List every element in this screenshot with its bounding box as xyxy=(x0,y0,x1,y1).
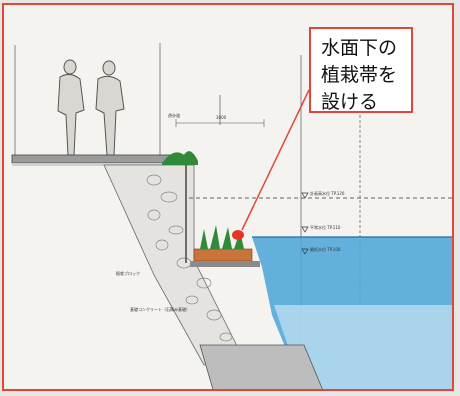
water-level-markers xyxy=(189,192,452,255)
bottom-slab xyxy=(199,344,323,389)
upper-planter xyxy=(162,151,198,165)
label-water-level-high: 計画高水位 TP.120 xyxy=(310,191,345,196)
callout-line-3: 設ける xyxy=(321,91,379,113)
underwater-planting-zone xyxy=(190,225,260,267)
callout-line-1: 水面下の xyxy=(321,37,398,59)
label-stone-note: 基礎コンクリート（石積み基礎） xyxy=(130,307,190,312)
label-dimension: 3000 xyxy=(216,115,227,120)
callout-leader-line xyxy=(241,89,310,231)
callout-box: 水面下の 植栽帯を 設ける xyxy=(309,27,413,113)
label-walkway: 遊歩道 xyxy=(168,113,180,118)
dimension-line xyxy=(175,119,265,127)
label-water-level-low: 最低水位 TP.100 xyxy=(310,247,341,252)
cross-section-drawing xyxy=(11,43,452,389)
people-figures xyxy=(57,59,125,156)
label-slope-note: 植栽ブロック xyxy=(116,271,140,276)
diagram-frame: 計画高水位 TP.120 平常水位 TP.110 最低水位 TP.100 遊歩道… xyxy=(2,3,454,391)
callout-line-2: 植栽帯を xyxy=(321,64,398,86)
label-water-level-normal: 平常水位 TP.110 xyxy=(310,225,341,230)
